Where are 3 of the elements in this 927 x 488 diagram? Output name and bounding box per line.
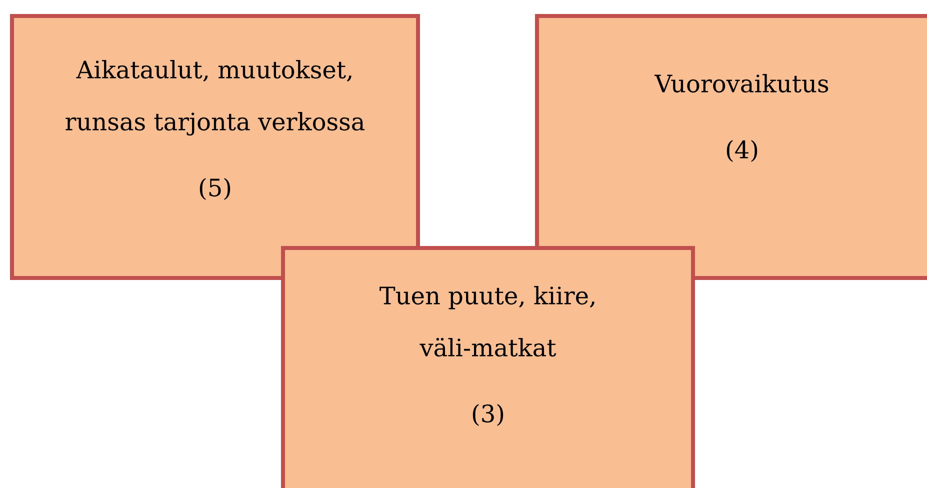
- text-box: Aikataulut, muutokset, runsas tarjonta verkossa (5): [10, 14, 420, 280]
- text-box: Vuorovaikutus (4): [535, 14, 927, 280]
- text-box: Tuen puute, kiire, väli-matkat (3): [281, 246, 695, 488]
